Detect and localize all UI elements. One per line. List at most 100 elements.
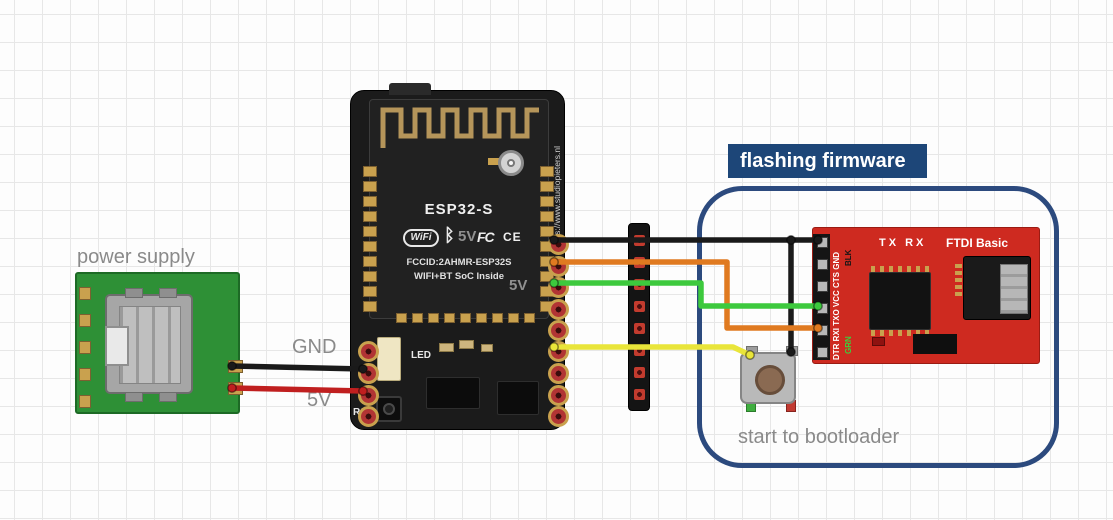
module-pad bbox=[363, 271, 377, 282]
esp32-board: ESP32-S WiFi ᛒ 5V FC CE FCCID:2AHMR-ESP3… bbox=[350, 83, 569, 430]
smd-component bbox=[439, 343, 454, 352]
usb-connector-shell bbox=[119, 306, 181, 384]
module-pad bbox=[476, 313, 487, 323]
psu-pad bbox=[79, 395, 91, 408]
module-pad bbox=[412, 313, 423, 323]
bootloader-push-button bbox=[740, 352, 796, 404]
camera-connector-tab bbox=[389, 83, 431, 95]
esp32-module bbox=[369, 99, 549, 319]
flash-led-part bbox=[377, 337, 401, 381]
module-pad bbox=[540, 211, 554, 222]
usb-contact-finger bbox=[955, 285, 962, 289]
module-pad bbox=[363, 211, 377, 222]
flashing-firmware-label-text: flashing firmware bbox=[740, 150, 906, 172]
strip-pin-hole bbox=[634, 257, 645, 268]
module-pad bbox=[363, 241, 377, 252]
module-pad bbox=[428, 313, 439, 323]
module-pad bbox=[508, 313, 519, 323]
psu-pad bbox=[79, 314, 91, 327]
module-pad bbox=[444, 313, 455, 323]
ftdi-board-name: FTDI Basic bbox=[946, 236, 1009, 250]
module-pad bbox=[524, 313, 535, 323]
usb-contact-finger bbox=[955, 264, 962, 268]
esp32-pin-hole bbox=[548, 234, 569, 255]
power-gnd-wire bbox=[229, 363, 366, 372]
strip-pin-hole bbox=[634, 345, 645, 356]
esp32-pin-hole bbox=[548, 256, 569, 277]
power-supply-label: power supply bbox=[77, 246, 195, 268]
ic-pin-row bbox=[871, 330, 929, 336]
module-pad bbox=[363, 286, 377, 297]
usb-mount-tab bbox=[125, 288, 143, 298]
strip-pin-hole bbox=[634, 367, 645, 378]
5v-wire-label: 5V bbox=[307, 389, 332, 411]
esp32-chip-name: ESP32-S bbox=[424, 201, 494, 218]
bluetooth-icon: ᛒ bbox=[444, 225, 455, 245]
esp32-pin-hole bbox=[548, 320, 569, 341]
module-pad bbox=[540, 226, 554, 237]
esp32-pin-hole bbox=[548, 341, 569, 362]
pin-header-strip bbox=[628, 223, 650, 411]
usb-metal-shell bbox=[1000, 264, 1028, 314]
reset-button-cap bbox=[383, 403, 395, 415]
power-5v-wire bbox=[229, 385, 366, 394]
silkscreen-5v-top: 5V bbox=[458, 228, 477, 245]
psu-pad bbox=[79, 341, 91, 354]
esp32-pin-hole bbox=[548, 277, 569, 298]
module-pad bbox=[363, 256, 377, 267]
soc-inside-text: WIFI+BT SoC Inside bbox=[414, 271, 504, 282]
antenna-icon bbox=[380, 107, 539, 148]
ftdi-pin-hole bbox=[817, 347, 828, 358]
usb-mount-tab bbox=[125, 392, 143, 402]
strip-pin-hole bbox=[634, 323, 645, 334]
strip-pin-hole bbox=[634, 389, 645, 400]
usb-contact-finger bbox=[955, 271, 962, 275]
ftdi-component bbox=[913, 334, 957, 354]
ce-mark-icon: CE bbox=[503, 230, 522, 244]
module-pad bbox=[363, 196, 377, 207]
power-supply-board bbox=[75, 272, 243, 414]
strip-pin-hole bbox=[634, 301, 645, 312]
usb-contact-finger bbox=[955, 292, 962, 296]
ftdi-usb-connector bbox=[963, 256, 1031, 320]
usb-contact-finger bbox=[955, 278, 962, 282]
smd-component bbox=[459, 340, 474, 349]
esp32-pin-hole bbox=[548, 385, 569, 406]
usb-mount-tab bbox=[159, 288, 177, 298]
psu-output-pad bbox=[228, 382, 243, 395]
start-to-bootloader-label: start to bootloader bbox=[738, 426, 900, 448]
module-pad bbox=[460, 313, 471, 323]
silkscreen-5v-bottom: 5V bbox=[509, 277, 528, 294]
esp32-pin-hole bbox=[358, 406, 379, 427]
ipex-antenna-connector bbox=[498, 150, 524, 176]
psu-output-pad bbox=[228, 360, 243, 373]
push-button-cap bbox=[755, 365, 785, 395]
ftdi-led bbox=[872, 337, 885, 346]
module-pad bbox=[492, 313, 503, 323]
strip-pin-hole bbox=[634, 235, 645, 246]
esp32-pin-hole bbox=[548, 406, 569, 427]
ic-chip bbox=[497, 381, 539, 415]
strip-pin-hole bbox=[634, 279, 645, 290]
module-pad bbox=[363, 181, 377, 192]
esp32-pin-hole bbox=[548, 299, 569, 320]
wifi-logo-icon: WiFi bbox=[403, 229, 439, 247]
module-pad bbox=[363, 301, 377, 312]
esp32-pin-hole bbox=[548, 363, 569, 384]
gnd-wire-label: GND bbox=[292, 336, 337, 358]
ic-pin-row bbox=[871, 266, 929, 272]
led-silk-label: LED bbox=[411, 350, 431, 361]
reset-button bbox=[376, 396, 402, 422]
fcc-id-text: FCCID:2AHMR-ESP32S bbox=[406, 257, 512, 268]
usb-mount-tab bbox=[159, 392, 177, 402]
psu-pad bbox=[79, 368, 91, 381]
module-pad bbox=[396, 313, 407, 323]
module-pad bbox=[540, 196, 554, 207]
flashing-firmware-label: flashing firmware bbox=[728, 144, 927, 178]
ipex-feed-pad bbox=[488, 158, 500, 165]
ftdi-board: DTR RXI TXO VCC CTS GND BLK GRN TX RX FT… bbox=[812, 227, 1040, 364]
esp32-pin-hole bbox=[358, 363, 379, 384]
module-pad bbox=[540, 181, 554, 192]
ftdi-txrx-label: TX RX bbox=[879, 237, 927, 249]
